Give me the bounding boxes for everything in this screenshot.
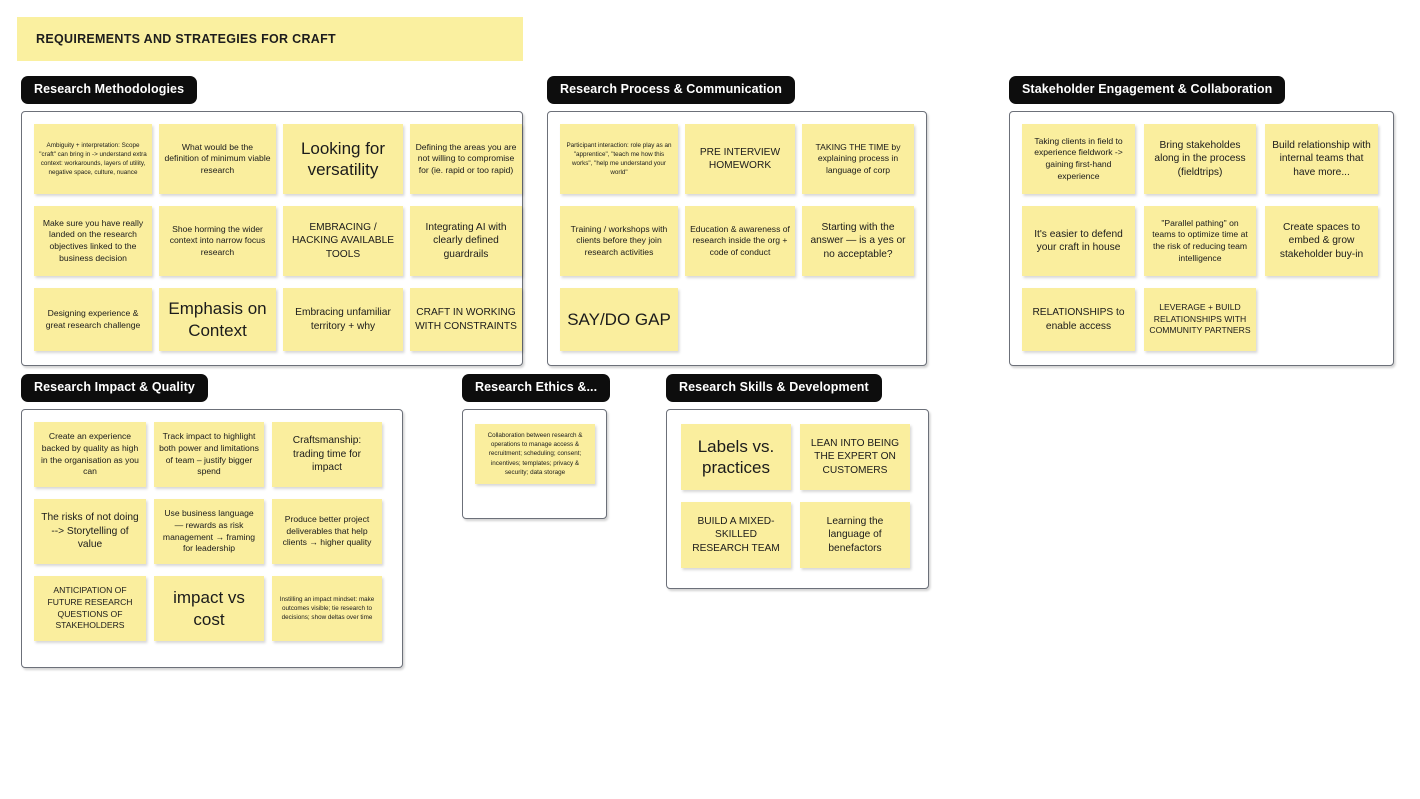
sticky-note[interactable]: It's easier to defend your craft in hous… <box>1022 206 1135 276</box>
sticky-note[interactable]: Ambiguity + interpretation: Scope "craft… <box>34 124 152 194</box>
sticky-note[interactable]: Learning the language of benefactors <box>800 502 910 568</box>
sticky-note[interactable]: BUILD A MIXED-SKILLED RESEARCH TEAM <box>681 502 791 568</box>
board-title-text: REQUIREMENTS AND STRATEGIES FOR CRAFT <box>36 32 336 46</box>
cluster-label-research-impact-quality[interactable]: Research Impact & Quality <box>21 374 208 403</box>
cluster-research-process-communication: Research Process & Communication Partici… <box>547 76 927 366</box>
note-grid-research-skills-development: Labels vs. practices LEAN INTO BEING THE… <box>667 410 928 588</box>
cluster-label-research-skills-development[interactable]: Research Skills & Development <box>666 374 882 403</box>
board-title-banner: REQUIREMENTS AND STRATEGIES FOR CRAFT <box>17 17 523 61</box>
note-grid-research-methodologies: Ambiguity + interpretation: Scope "craft… <box>22 112 522 365</box>
sticky-note[interactable]: Create an experience backed by quality a… <box>34 422 146 487</box>
sticky-note[interactable]: Defining the areas you are not willing t… <box>410 124 522 194</box>
cluster-body-research-methodologies: Ambiguity + interpretation: Scope "craft… <box>21 111 523 366</box>
note-grid-research-process-communication: Participant interaction: role play as an… <box>548 112 926 365</box>
cluster-label-research-methodologies[interactable]: Research Methodologies <box>21 76 198 105</box>
sticky-note[interactable]: Use business language — rewards as risk … <box>154 499 264 564</box>
sticky-note[interactable]: TAKING THE TIME by explaining process in… <box>802 124 914 194</box>
sticky-note[interactable]: Emphasis on Context <box>159 288 276 351</box>
sticky-note[interactable]: ANTICIPATION OF FUTURE RESEARCH QUESTION… <box>34 576 146 641</box>
sticky-note[interactable]: EMBRACING / HACKING AVAILABLE TOOLS <box>283 206 403 276</box>
cluster-body-research-process-communication: Participant interaction: role play as an… <box>547 111 927 366</box>
sticky-note[interactable]: RELATIONSHIPS to enable access <box>1022 288 1135 351</box>
sticky-note[interactable]: Integrating AI with clearly defined guar… <box>410 206 522 276</box>
sticky-note[interactable]: Starting with the answer — is a yes or n… <box>802 206 914 276</box>
sticky-note[interactable]: Craftsmanship: trading time for impact <box>272 422 382 487</box>
sticky-note[interactable]: impact vs cost <box>154 576 264 641</box>
sticky-note[interactable]: The risks of not doing --> Storytelling … <box>34 499 146 564</box>
cluster-body-stakeholder-engagement-collaboration: Taking clients in field to experience fi… <box>1009 111 1394 366</box>
sticky-note[interactable]: Make sure you have really landed on the … <box>34 206 152 276</box>
sticky-note[interactable]: "Parallel pathing" on teams to optimize … <box>1144 206 1256 276</box>
cluster-label-research-process-communication[interactable]: Research Process & Communication <box>547 76 796 105</box>
cluster-label-stakeholder-engagement-collaboration[interactable]: Stakeholder Engagement & Collaboration <box>1009 76 1286 105</box>
sticky-note[interactable]: Bring stakeholdes along in the process (… <box>1144 124 1256 194</box>
sticky-note[interactable]: Produce better project deliverables that… <box>272 499 382 564</box>
sticky-note[interactable]: Build relationship with internal teams t… <box>1265 124 1378 194</box>
sticky-note[interactable]: SAY/DO GAP <box>560 288 678 351</box>
sticky-note[interactable]: Participant interaction: role play as an… <box>560 124 678 194</box>
cluster-body-research-impact-quality: Create an experience backed by quality a… <box>21 409 403 668</box>
sticky-note[interactable]: Training / workshops with clients before… <box>560 206 678 276</box>
cluster-stakeholder-engagement-collaboration: Stakeholder Engagement & Collaboration T… <box>1009 76 1394 366</box>
cluster-body-research-ethics: Collaboration between research & operati… <box>462 409 607 519</box>
note-grid-stakeholder-engagement-collaboration: Taking clients in field to experience fi… <box>1010 112 1393 365</box>
sticky-note[interactable]: Designing experience & great research ch… <box>34 288 152 351</box>
cluster-label-research-ethics[interactable]: Research Ethics &... <box>462 374 611 403</box>
sticky-note[interactable]: Shoe horming the wider context into narr… <box>159 206 276 276</box>
sticky-note[interactable]: Collaboration between research & operati… <box>475 424 595 484</box>
sticky-note[interactable]: Instilling an impact mindset: make outco… <box>272 576 382 641</box>
note-grid-research-ethics: Collaboration between research & operati… <box>463 410 606 518</box>
note-grid-research-impact-quality: Create an experience backed by quality a… <box>22 410 402 667</box>
sticky-note[interactable]: What would be the definition of minimum … <box>159 124 276 194</box>
sticky-note[interactable]: Looking for versatility <box>283 124 403 194</box>
cluster-research-impact-quality: Research Impact & Quality Create an expe… <box>21 374 403 668</box>
sticky-note[interactable]: CRAFT IN WORKING WITH CONSTRAINTS <box>410 288 522 351</box>
sticky-note[interactable]: LEAN INTO BEING THE EXPERT ON CUSTOMERS <box>800 424 910 490</box>
cluster-research-skills-development: Research Skills & Development Labels vs.… <box>666 374 929 589</box>
cluster-body-research-skills-development: Labels vs. practices LEAN INTO BEING THE… <box>666 409 929 589</box>
cluster-research-ethics: Research Ethics &... Collaboration betwe… <box>462 374 611 519</box>
sticky-note[interactable]: Track impact to highlight both power and… <box>154 422 264 487</box>
sticky-note[interactable]: Labels vs. practices <box>681 424 791 490</box>
cluster-research-methodologies: Research Methodologies Ambiguity + inter… <box>21 76 523 366</box>
sticky-note[interactable]: Create spaces to embed & grow stakeholde… <box>1265 206 1378 276</box>
sticky-note[interactable]: PRE INTERVIEW HOMEWORK <box>685 124 795 194</box>
sticky-note[interactable]: Taking clients in field to experience fi… <box>1022 124 1135 194</box>
sticky-note[interactable]: LEVERAGE + BUILD RELATIONSHIPS WITH COMM… <box>1144 288 1256 351</box>
sticky-note[interactable]: Education & awareness of research inside… <box>685 206 795 276</box>
sticky-note[interactable]: Embracing unfamiliar territory + why <box>283 288 403 351</box>
